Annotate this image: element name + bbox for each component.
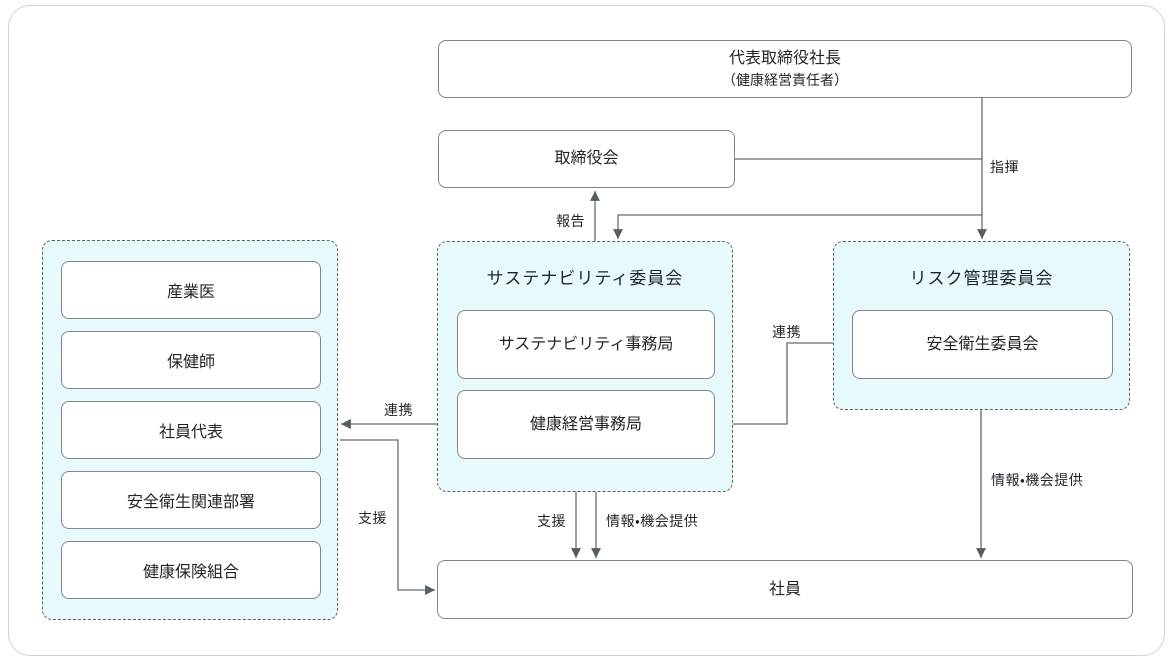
node-health-insurance-association: 健康保険組合 <box>61 541 321 599</box>
node-employee-representative: 社員代表 <box>61 401 321 459</box>
employees-label: 社員 <box>768 580 801 598</box>
node-safety-health-committee: 安全衛生委員会 <box>852 310 1113 379</box>
president-title: 代表取締役社長 <box>728 50 841 68</box>
edge-label-support-mid: 支援 <box>537 513 566 529</box>
node-board: 取締役会 <box>438 130 735 188</box>
risk-management-committee-title: リスク管理委員会 <box>909 269 1054 288</box>
node-employees: 社員 <box>437 560 1133 619</box>
board-label: 取締役会 <box>554 150 619 168</box>
group-support-organizations: 産業医 保健師 社員代表 安全衛生関連部署 健康保険組合 <box>42 240 338 620</box>
edge-label-info-opportunity-mid: 情報・機会提供 <box>606 513 699 529</box>
health-management-office-label: 健康経営事務局 <box>529 415 642 433</box>
edge-label-info-opportunity-right: 情報・機会提供 <box>991 472 1084 488</box>
sustainability-committee-title: サステナビリティ委員会 <box>486 269 684 288</box>
node-public-health-nurse: 保健師 <box>61 331 321 389</box>
node-sustainability-office: サステナビリティ事務局 <box>457 310 715 379</box>
sustainability-office-label: サステナビリティ事務局 <box>498 335 674 353</box>
node-president: 代表取締役社長 （健康経営責任者） <box>438 40 1132 98</box>
president-subtitle: （健康経営責任者） <box>722 72 848 89</box>
edge-label-command: 指揮 <box>990 159 1019 175</box>
safety-health-committee-label: 安全衛生委員会 <box>926 335 1039 353</box>
edge-label-cooperation-mid: 連携 <box>772 324 801 340</box>
node-safety-health-departments: 安全衛生関連部署 <box>61 471 321 529</box>
edge-label-cooperation-left: 連携 <box>384 402 413 418</box>
node-industrial-physician: 産業医 <box>61 261 321 319</box>
node-health-management-office: 健康経営事務局 <box>457 390 715 459</box>
edge-label-report: 報告 <box>556 213 585 229</box>
edge-label-support-left: 支援 <box>358 510 387 526</box>
